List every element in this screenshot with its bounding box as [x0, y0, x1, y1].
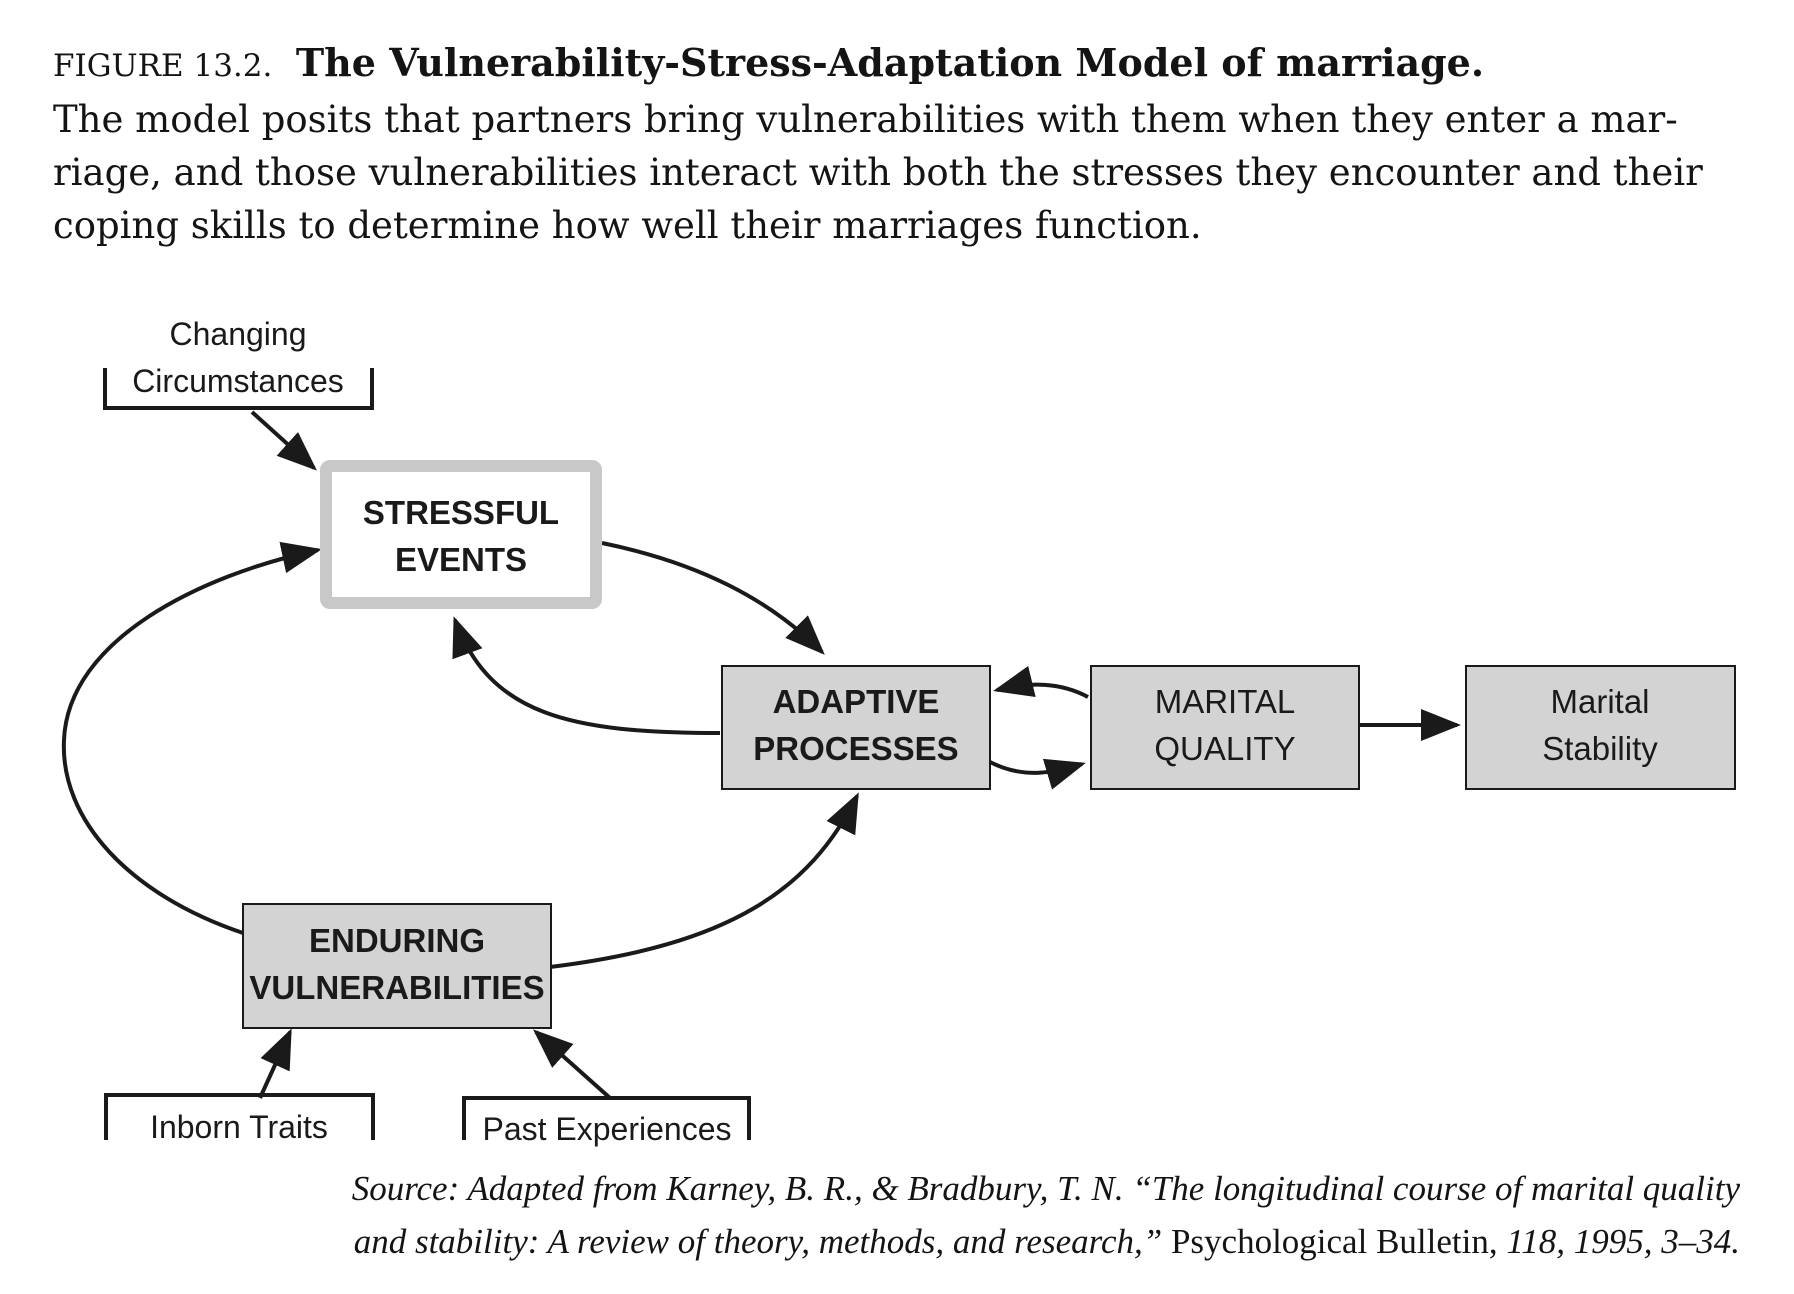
changing-circumstances-input: Changing Circumstances [103, 316, 374, 410]
caption-heading: FIGURE 13.2. The Vulnerability-Stress-Ad… [53, 36, 1753, 93]
marital-quality-label-line2: QUALITY [1154, 730, 1295, 767]
caption-line-3: coping skills to determine how well thei… [53, 204, 1202, 247]
changing-circumstances-bracket [103, 368, 374, 410]
source-volume-pages: 118, 1995, 3–34. [1506, 1222, 1740, 1261]
stressful-events-label-line2: EVENTS [395, 541, 527, 578]
marital-stability-node: Marital Stability [1465, 665, 1736, 790]
arrow-adaptive-to-stress [452, 616, 721, 735]
arrow-quality-to-adaptive [993, 665, 1089, 699]
source-line-1: Source: Adapted from Karney, B. R., & Br… [351, 1169, 1740, 1208]
figure-label: FIGURE 13.2. [53, 48, 273, 84]
marital-quality-box [1090, 665, 1360, 790]
adaptive-processes-node: ADAPTIVE PROCESSES [721, 665, 991, 790]
marital-quality-label-line1: MARITAL [1155, 683, 1296, 720]
arrow-circumstances-to-stress [250, 410, 317, 471]
stressful-events-box [320, 460, 602, 609]
past-experiences-input: Past Experiences [462, 1096, 751, 1147]
inborn-traits-bracket [104, 1093, 375, 1140]
changing-circumstances-label-line1: Changing [170, 316, 307, 352]
source-line-2: and stability: A review of theory, metho… [110, 1215, 1740, 1268]
marital-stability-label-line1: Marital [1550, 683, 1649, 720]
figure-title: The Vulnerability-Stress-Adaptation Mode… [295, 40, 1485, 85]
enduring-vulnerabilities-label-line1: ENDURING [309, 922, 485, 959]
enduring-vulnerabilities-box [242, 903, 552, 1029]
source-article-title-end: and stability: A review of theory, metho… [353, 1222, 1163, 1261]
marital-stability-box [1465, 665, 1736, 790]
caption-line-2: riage, and those vulnerabilities interac… [53, 151, 1703, 194]
inborn-traits-label: Inborn Traits [150, 1109, 328, 1145]
arrow-inborn-to-vulnerabilities [258, 1028, 292, 1099]
stressful-events-node: STRESSFUL EVENTS [320, 460, 602, 609]
past-experiences-label: Past Experiences [482, 1111, 731, 1147]
inborn-traits-input: Inborn Traits [104, 1093, 375, 1145]
arrow-past-to-vulnerabilities [533, 1029, 612, 1100]
arrow-vulnerabilities-to-adaptive [549, 792, 859, 969]
adaptive-processes-box [721, 665, 991, 790]
past-experiences-bracket [462, 1096, 751, 1140]
arrow-vulnerabilities-to-stress [61, 541, 322, 935]
adaptive-processes-label-line1: ADAPTIVE [773, 683, 940, 720]
caption-line-1: The model posits that partners bring vul… [53, 98, 1678, 141]
changing-circumstances-label-line2: Circumstances [132, 363, 344, 399]
enduring-vulnerabilities-node: ENDURING VULNERABILITIES [242, 903, 552, 1029]
adaptive-processes-label-line2: PROCESSES [753, 730, 958, 767]
enduring-vulnerabilities-label-line2: VULNERABILITIES [249, 969, 544, 1006]
arrow-adaptive-to-quality [989, 758, 1086, 790]
marital-stability-label-line2: Stability [1542, 730, 1658, 767]
arrow-stress-to-adaptive [601, 541, 825, 655]
stressful-events-label-line1: STRESSFUL [363, 494, 559, 531]
figure-caption: FIGURE 13.2. The Vulnerability-Stress-Ad… [53, 36, 1753, 252]
source-citation: Source: Adapted from Karney, B. R., & Br… [110, 1162, 1740, 1268]
connectors [61, 410, 1461, 1100]
source-journal: Psychological Bulletin, [1162, 1222, 1507, 1261]
marital-quality-node: MARITAL QUALITY [1090, 665, 1360, 790]
